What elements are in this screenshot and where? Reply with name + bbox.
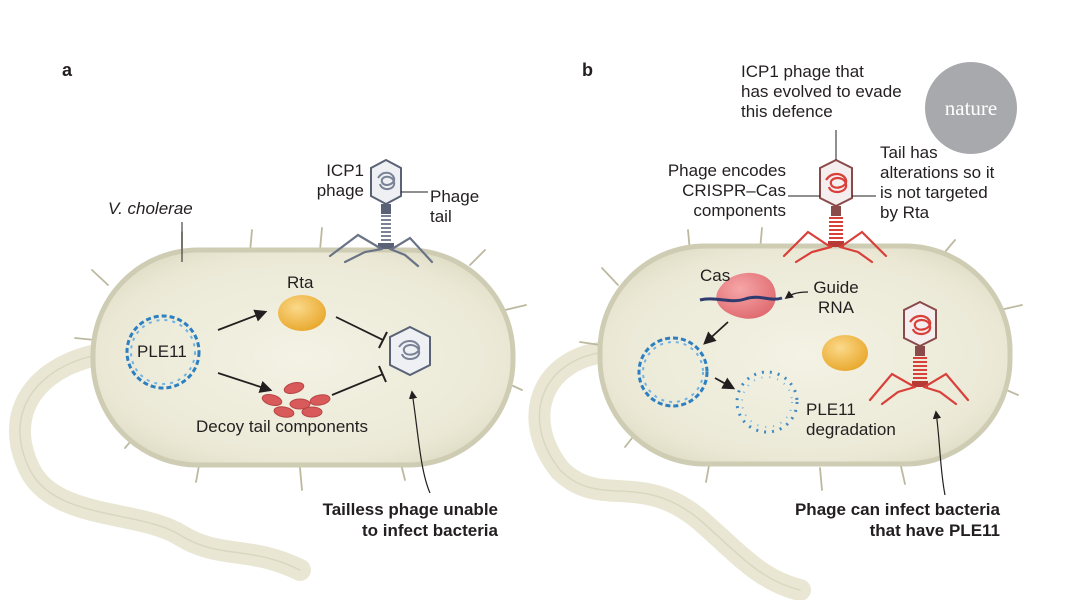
infecting-phage-b [868,300,970,406]
arrow-ple-to-rta [217,309,268,331]
guide-rna-label: Guide RNA [813,278,859,317]
rta-label: Rta [287,273,314,292]
encodes-label: Phage encodes CRISPR–Cas components [667,161,786,220]
caption-a: Tailless phage unable to infect bacteria [322,500,498,540]
decoy-label: Decoy tail components [196,417,368,436]
cell-label: V. cholerae [108,199,193,218]
guide-rna [699,295,783,303]
icp1-phage-label: ICP1 phage [316,161,364,200]
nature-logo: nature [925,62,1017,154]
ple11-label-a: PLE11 [137,342,187,361]
rta-protein-b [822,335,868,371]
ple11-plasmid-b [637,336,709,408]
panel-a-artwork [9,158,527,581]
degraded-plasmid [735,370,799,434]
arrow-ple-to-decoy [217,372,273,393]
panel-a-letter: a [62,60,73,80]
inhibit-rta [335,316,384,341]
tail-alterations-label: Tail has alterations so it is not target… [880,143,995,222]
phage-tail-label: Phage tail [430,187,480,226]
panel-b-letter: b [582,60,593,80]
panel-b-artwork [528,130,1023,600]
decoy-tail-components [261,382,331,418]
cas-protein [716,272,776,319]
ple11-plasmid-a [125,314,201,390]
inhibit-decoy [331,373,384,396]
bacterial-cell-b [597,243,1013,467]
evolved-phage-b [782,158,888,264]
cas-label: Cas [700,266,731,285]
rta-protein-a [278,295,326,331]
evolved-phage-label: ICP1 phage that has evolved to evade thi… [741,62,902,121]
caption-b: Phage can infect bacteria that have PLE1… [794,500,1000,540]
tailless-phage-head [389,325,431,377]
icp1-phage-a [328,158,434,268]
bacterial-cell-a [90,247,516,468]
degradation-label: PLE11 degradation [806,400,896,439]
